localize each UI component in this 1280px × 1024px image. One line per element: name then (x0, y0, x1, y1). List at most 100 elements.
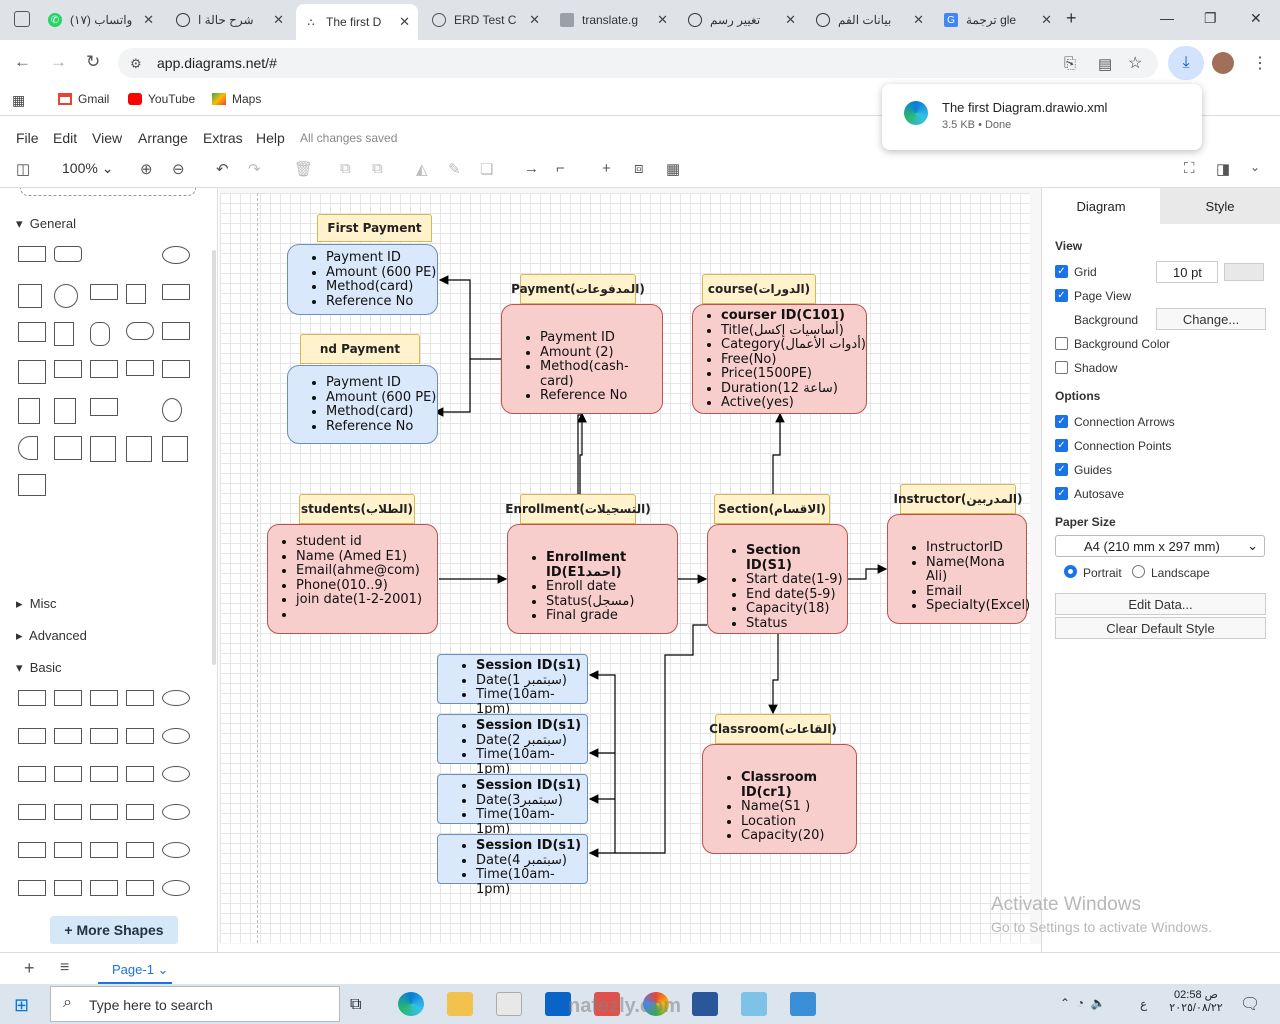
download-icon[interactable]: ⤓ (1168, 46, 1204, 80)
entity-field[interactable]: Time(10am-1pm) (476, 687, 587, 717)
entity-field[interactable]: Time(10am-1pm) (476, 747, 587, 777)
entity-field[interactable]: Reference No (540, 388, 662, 404)
format-panel-toggle-icon[interactable]: ◫ (16, 161, 31, 178)
course-header[interactable]: course(الدورات) (702, 274, 816, 304)
page-view-checkbox[interactable]: ✓ (1055, 289, 1068, 302)
delete-icon[interactable]: 🗑 (294, 161, 314, 178)
entity-field[interactable]: Enrollment ID(E1احمد) (546, 550, 677, 580)
basic-shape-16-icon[interactable] (18, 804, 46, 820)
session-entity-4[interactable]: Session ID(s1)Date(4 سبتمبر)Time(10am-1p… (437, 834, 588, 896)
ellipse-shape-icon[interactable] (162, 246, 190, 264)
entity-field[interactable]: Payment ID (326, 375, 437, 391)
connection-icon[interactable]: → (524, 160, 539, 177)
entity-field[interactable]: courser ID(C101) (721, 308, 866, 324)
internal-storage-shape-icon[interactable] (18, 360, 46, 384)
url-bar[interactable] (118, 48, 1158, 78)
trapezoid-shape-icon[interactable] (126, 360, 154, 376)
connector-payment-first[interactable] (438, 275, 501, 360)
students-header[interactable]: students(الطلاب) (299, 494, 415, 524)
background-color-checkbox[interactable] (1055, 337, 1068, 350)
basic-shape-23-icon[interactable] (90, 842, 118, 858)
classroom-entity[interactable]: Classroom ID(cr1)Name(S1 )LocationCapaci… (702, 744, 857, 854)
autosave-checkbox[interactable]: ✓ (1055, 487, 1068, 500)
shapes-icon[interactable]: ⧈ (634, 160, 644, 177)
connector-session1[interactable] (588, 670, 616, 853)
grid-size-input[interactable]: 10 pt (1156, 261, 1218, 283)
parallelogram-shape-icon[interactable] (162, 284, 190, 300)
tab-drawio[interactable]: ⛬The first D✕ (296, 4, 418, 40)
entity-field[interactable]: Date(3سبتمبر) (476, 793, 587, 809)
basic-shape-20-icon[interactable] (162, 804, 190, 820)
back-button[interactable]: ← (14, 52, 31, 71)
entity-field[interactable]: Date(4 سبتمبر) (476, 853, 587, 869)
list-item-shape-icon[interactable] (18, 474, 46, 496)
connector-section-course[interactable] (772, 412, 785, 495)
basic-shape-1-icon[interactable] (18, 690, 46, 706)
browser-menu-icon[interactable]: ⋮ (1252, 55, 1268, 72)
session-entity-2[interactable]: Session ID(s1)Date(2 سبتمبر)Time(10am-1p… (437, 714, 588, 776)
payment-header[interactable]: Payment(المدفوعات) (511, 274, 645, 304)
basic-shape-13-icon[interactable] (90, 766, 118, 782)
sidebar-scrollbar[interactable] (212, 250, 216, 665)
section-advanced[interactable]: ▸ Advanced (16, 628, 87, 643)
basic-shape-3-icon[interactable] (90, 690, 118, 706)
clear-default-style-button[interactable]: Clear Default Style (1055, 617, 1266, 639)
fullscreen-icon[interactable]: ⛶ (1184, 160, 1195, 177)
entity-field[interactable]: Amount (600 PE) (326, 265, 437, 281)
entity-field[interactable]: Session ID(s1) (476, 778, 587, 794)
tab-style[interactable]: Style (1160, 188, 1280, 224)
entity-field[interactable]: Method(card) (326, 279, 437, 295)
grid-color-swatch[interactable] (1224, 263, 1264, 281)
language-indicator[interactable]: ع (1140, 997, 1148, 1011)
cube-shape-icon[interactable] (54, 360, 82, 378)
fill-color-icon[interactable]: ◭ (416, 161, 428, 178)
session-entity-3[interactable]: Session ID(s1)Date(3سبتمبر)Time(10am-1pm… (437, 774, 588, 836)
paint-icon[interactable] (790, 992, 816, 1016)
entity-field[interactable]: Duration(12 ساعة) (721, 381, 866, 397)
entity-field[interactable]: Specialty(Excel) (926, 598, 1030, 614)
bookmark-gmail[interactable]: Gmail (58, 92, 109, 106)
course-entity[interactable]: courser ID(C101)Title(أساسيات إكسل)Categ… (692, 304, 867, 414)
menu-file[interactable]: File (16, 130, 39, 146)
collapse-icon[interactable]: ⌄ (1250, 160, 1261, 174)
bookmark-youtube[interactable]: YouTube (128, 92, 195, 106)
circle-shape-icon[interactable] (54, 284, 78, 308)
change-background-button[interactable]: Change... (1156, 308, 1266, 330)
basic-shape-14-icon[interactable] (126, 766, 154, 782)
word-icon[interactable] (692, 992, 718, 1016)
close-window-button[interactable]: ✕ (1250, 10, 1262, 26)
tape-shape-icon[interactable] (162, 360, 190, 378)
entity-field[interactable]: Active(yes) (721, 395, 866, 411)
menu-extras[interactable]: Extras (203, 130, 243, 146)
shadow-checkbox[interactable] (1055, 361, 1068, 374)
connection-points-checkbox[interactable]: ✓ (1055, 439, 1068, 452)
classroom-header[interactable]: Classroom(القاعات) (709, 714, 837, 744)
document-icon[interactable]: ▤ (1098, 56, 1113, 73)
menu-help[interactable]: Help (256, 130, 285, 146)
entity-field[interactable]: End date(5-9) (746, 587, 847, 603)
avatar[interactable] (1212, 52, 1234, 74)
manual-input-shape-icon[interactable] (54, 436, 82, 460)
entity-field[interactable]: Reference No (326, 294, 437, 310)
entity-field[interactable]: Capacity(18) (746, 601, 847, 617)
list-shape-icon[interactable] (162, 436, 188, 462)
enrollment-header[interactable]: Enrollment(التسجيلات) (505, 494, 651, 524)
basic-shape-17-icon[interactable] (54, 804, 82, 820)
connection-arrows-checkbox[interactable]: ✓ (1055, 415, 1068, 428)
maximize-button[interactable]: ❐ (1204, 10, 1217, 26)
basic-shape-12-icon[interactable] (54, 766, 82, 782)
connector-section-instructor[interactable] (848, 564, 888, 580)
minimize-button[interactable]: — (1160, 10, 1174, 26)
close-icon[interactable]: ✕ (273, 12, 284, 27)
basic-shape-18-icon[interactable] (90, 804, 118, 820)
enrollment-entity[interactable]: Enrollment ID(E1احمد)Enroll dateStatus(م… (507, 524, 678, 634)
entity-field[interactable]: Phone(010..9) (296, 578, 437, 594)
guides-checkbox[interactable]: ✓ (1055, 463, 1068, 476)
store-icon[interactable] (496, 992, 522, 1016)
close-icon[interactable]: ✕ (399, 14, 410, 29)
reload-button[interactable]: ↻ (86, 52, 101, 71)
entity-field[interactable]: Email(ahme@com) (296, 563, 437, 579)
rounded-rectangle-shape-icon[interactable] (54, 246, 82, 262)
